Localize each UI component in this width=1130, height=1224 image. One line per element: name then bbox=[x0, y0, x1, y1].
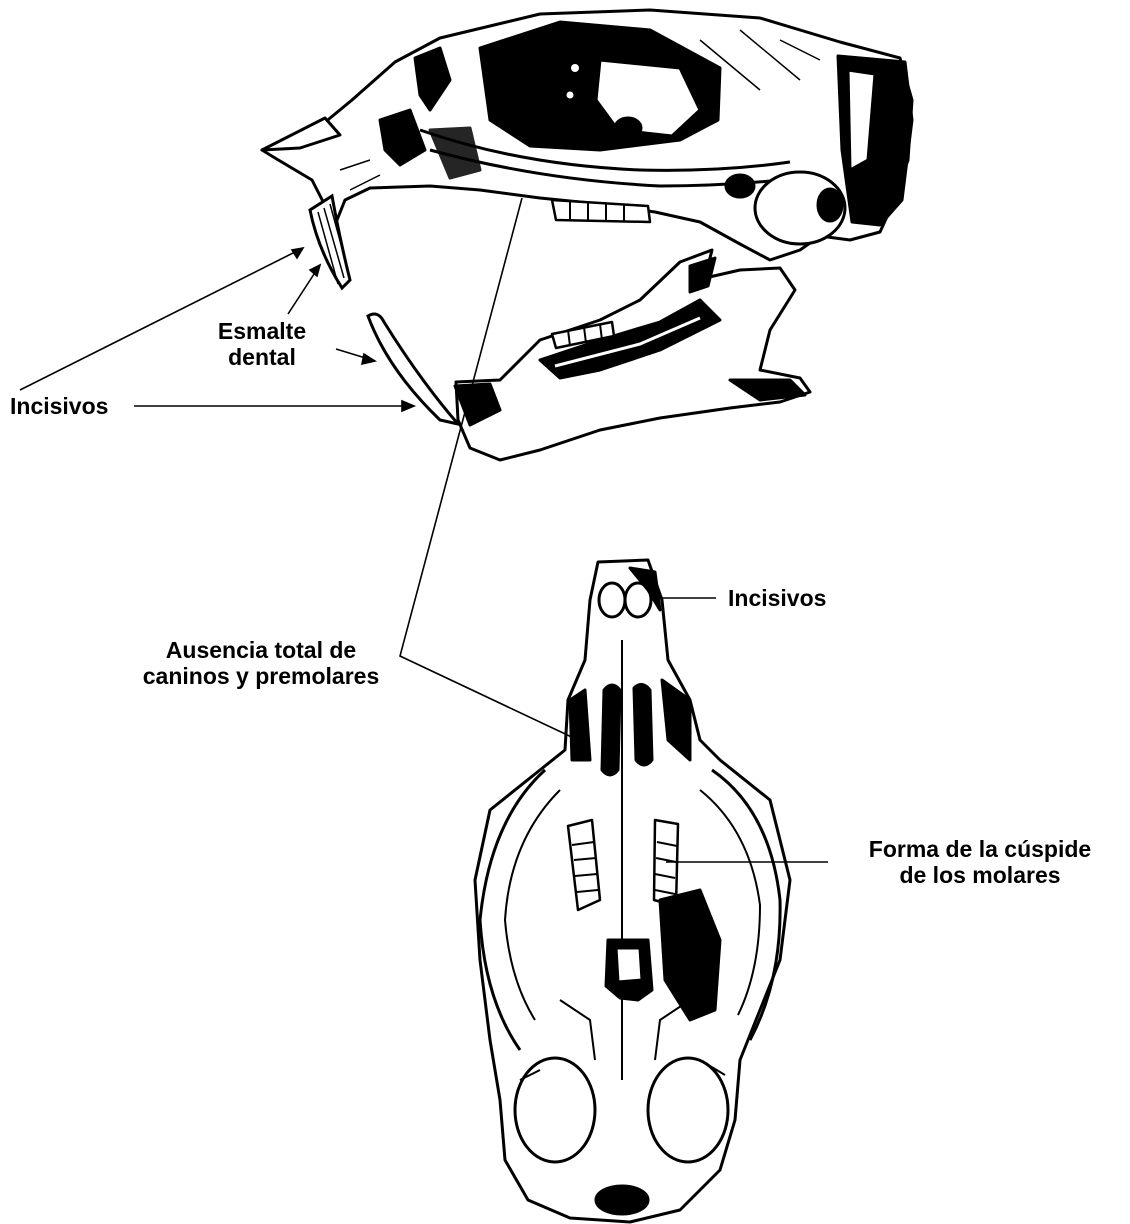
label-esmalte-line1: Esmalte bbox=[214, 318, 310, 344]
leader-ausencia bbox=[400, 198, 578, 740]
leader-esmalte-upper bbox=[288, 268, 318, 314]
label-forma-line1: Forma de la cúspide bbox=[842, 836, 1118, 862]
label-incisivos-side: Incisivos bbox=[10, 393, 108, 419]
label-esmalte-line2: dental bbox=[214, 344, 310, 370]
label-forma-line2: de los molares bbox=[842, 862, 1118, 888]
lower-incisor bbox=[368, 314, 458, 424]
label-esmalte-dental: Esmalte dental bbox=[214, 318, 310, 370]
label-ausencia-line2: caninos y premolares bbox=[130, 663, 392, 689]
lateral-mandible bbox=[455, 250, 810, 460]
lateral-cranium bbox=[262, 10, 912, 260]
ventral-skull bbox=[475, 560, 790, 1222]
label-incisivos-ventral: Incisivos bbox=[728, 585, 826, 611]
label-ausencia-line1: Ausencia total de bbox=[130, 637, 392, 663]
label-ausencia: Ausencia total de caninos y premolares bbox=[130, 637, 392, 689]
label-forma-cuspide: Forma de la cúspide de los molares bbox=[842, 836, 1118, 888]
